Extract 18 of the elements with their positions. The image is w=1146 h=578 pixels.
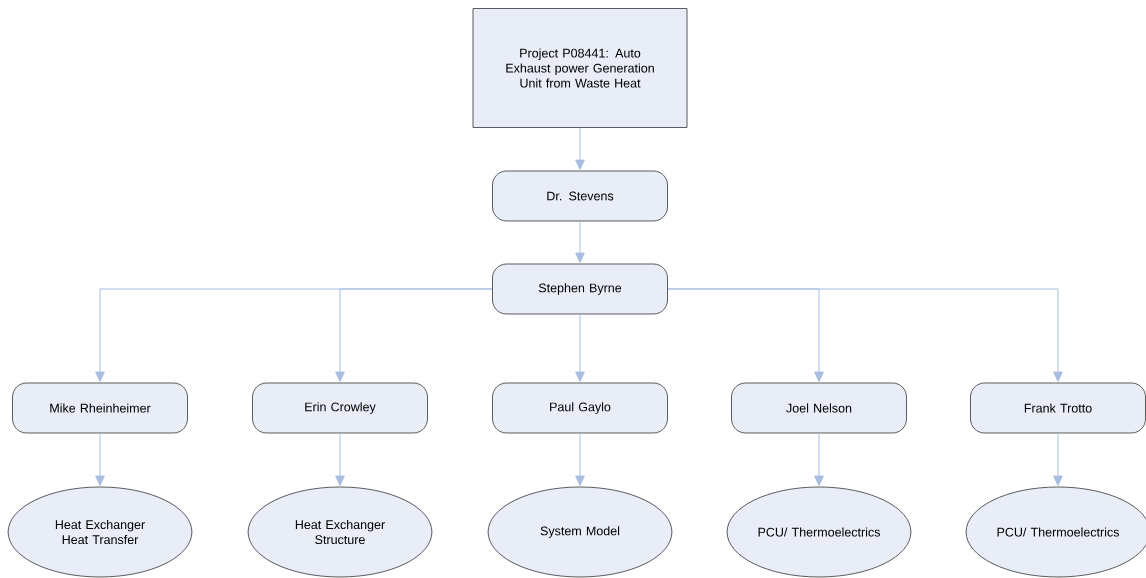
arrow	[667, 288, 1063, 382]
arrow	[575, 313, 585, 382]
arrow	[335, 432, 345, 486]
person-box: Frank Trotto	[970, 382, 1146, 434]
arrow	[95, 432, 105, 486]
arrow	[1053, 432, 1063, 486]
arrow	[814, 432, 824, 486]
person-box: Erin Crowley	[252, 382, 428, 434]
arrow	[575, 432, 585, 486]
project-box: Project P08441: Auto Exhaust power Generation Unit from Waste Heat	[472, 8, 688, 128]
person-box: Dr. Stevens	[492, 170, 668, 222]
person-box: Joel Nelson	[731, 382, 907, 434]
person-box: Mike Rheinheimer	[12, 382, 188, 434]
person-box: Paul Gaylo	[492, 382, 668, 434]
arrow	[335, 288, 493, 382]
arrow	[575, 220, 585, 263]
person-box: Stephen Byrne	[492, 263, 668, 315]
arrow	[575, 127, 585, 170]
